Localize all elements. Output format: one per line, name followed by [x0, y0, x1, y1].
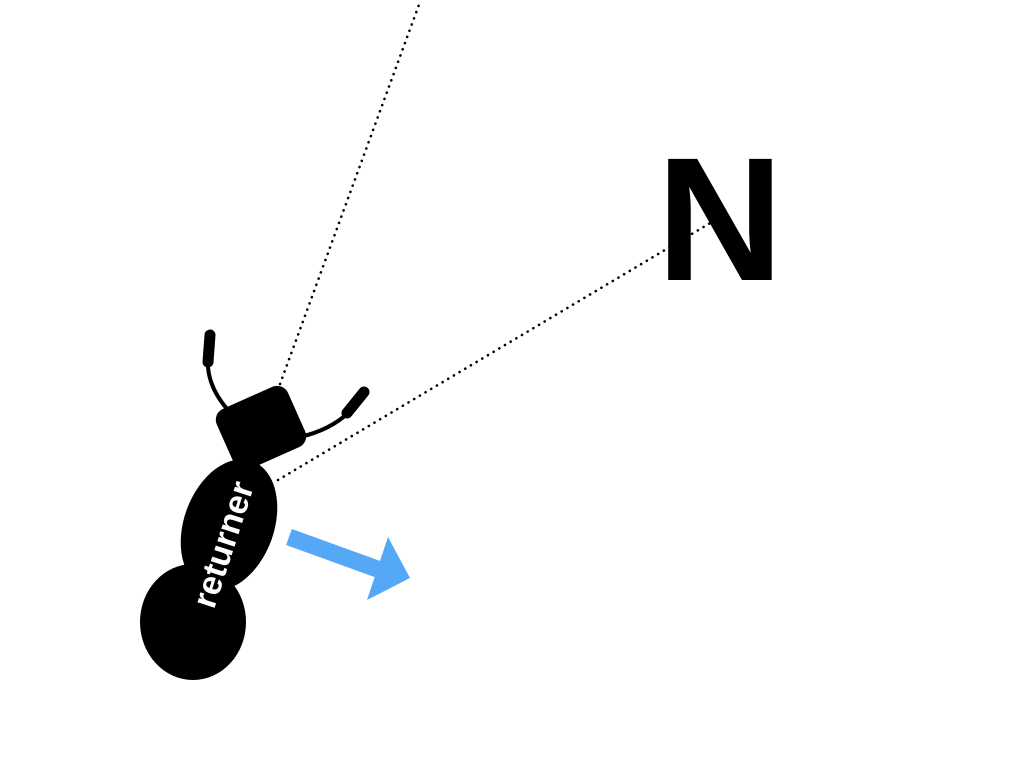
- ant-figure: returner: [140, 329, 370, 680]
- ant-thorax: [180, 459, 278, 591]
- left-antenna-tip: [202, 329, 216, 368]
- heading-arrow-shaft: [286, 529, 383, 578]
- heading-arrow: [286, 529, 410, 600]
- sight-line-to-north: [276, 220, 714, 482]
- heading-arrow-head: [367, 537, 410, 600]
- sight-line-upper: [278, 0, 422, 386]
- right-antenna: [299, 411, 350, 439]
- ant-head: [215, 385, 307, 471]
- north-label: N: [656, 122, 783, 318]
- ant-abdomen: [140, 564, 246, 680]
- right-antenna-tip: [341, 386, 370, 419]
